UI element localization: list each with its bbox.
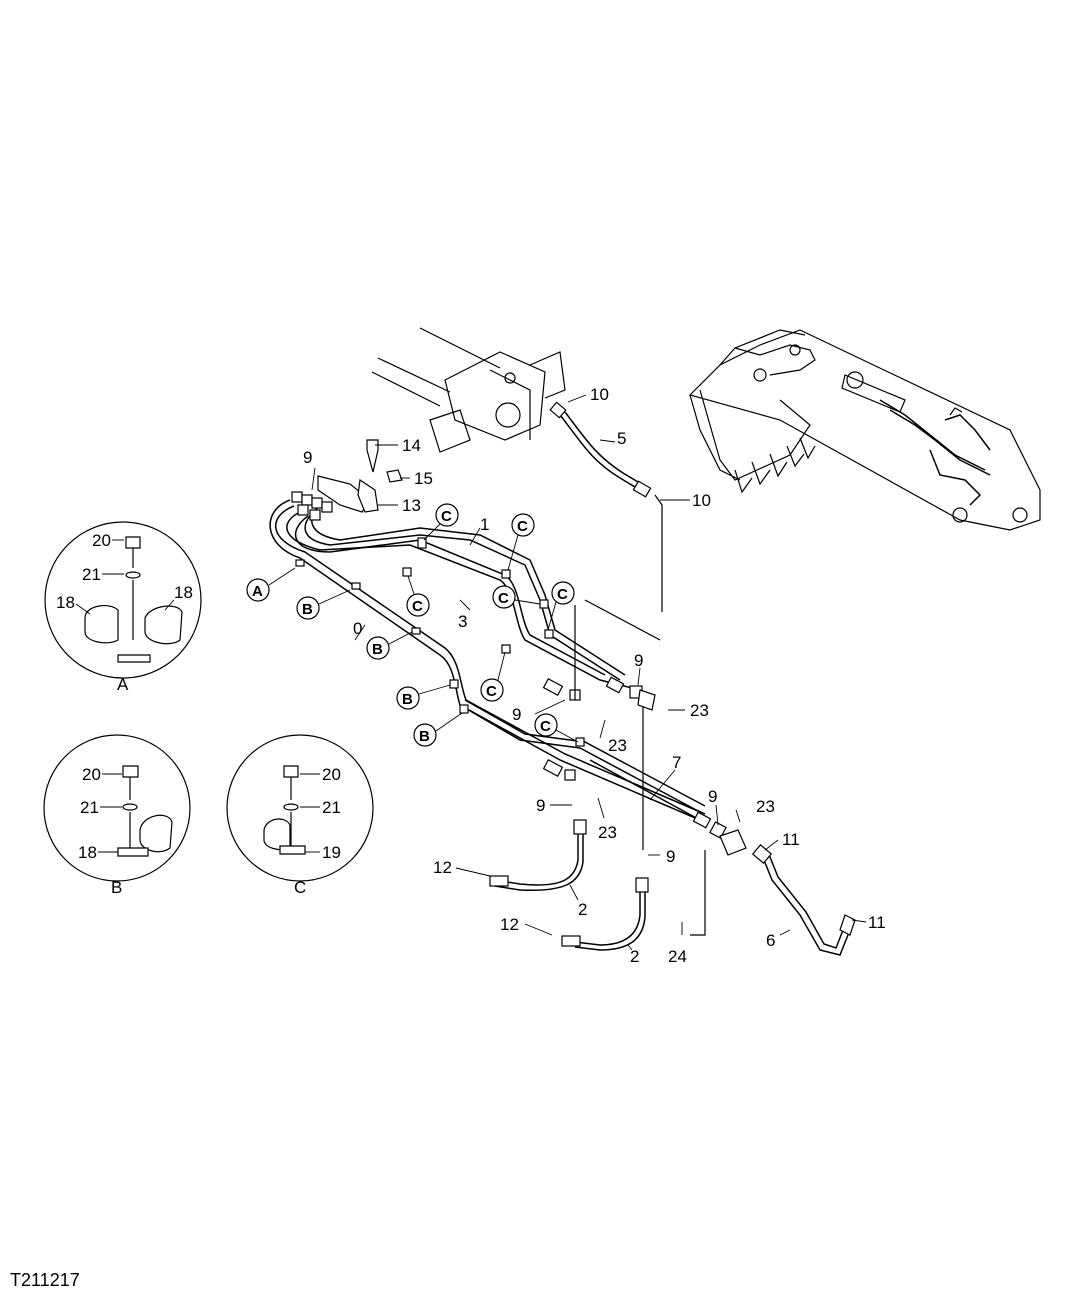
callout-23: 23 xyxy=(756,797,775,816)
callout-14: 14 xyxy=(402,436,421,455)
machine-overview-illustration xyxy=(688,329,1041,531)
callout-2: 2 xyxy=(630,947,639,966)
detail-view-c: 20 21 19 C xyxy=(226,734,374,897)
detail-c-part-21: 21 xyxy=(322,798,341,817)
detail-a-part-18-left: 18 xyxy=(56,593,75,612)
callout-0: 0 xyxy=(353,619,362,638)
figure-id: T211217 xyxy=(10,1270,80,1290)
marker-c: C xyxy=(480,651,506,702)
callout-6: 6 xyxy=(766,931,775,950)
callout-10: 10 xyxy=(692,491,711,510)
callout-11: 11 xyxy=(868,913,886,932)
callout-7: 7 xyxy=(672,753,681,772)
marker-c: C xyxy=(534,713,579,743)
svg-text:C: C xyxy=(540,718,551,735)
callout-10: 10 xyxy=(590,385,609,404)
callout-5: 5 xyxy=(617,429,626,448)
hydraulic-cylinder-illustration xyxy=(371,327,566,453)
svg-text:C: C xyxy=(486,683,497,700)
detail-b-part-21: 21 xyxy=(80,798,99,817)
callout-9: 9 xyxy=(303,448,312,467)
callout-24: 24 xyxy=(668,947,687,966)
marker-c: C xyxy=(507,513,535,571)
detail-view-a: 20 21 18 18 A xyxy=(44,521,202,694)
marker-c: C xyxy=(547,581,575,631)
svg-text:A: A xyxy=(252,583,263,600)
svg-text:C: C xyxy=(557,586,568,603)
callout-9: 9 xyxy=(634,651,643,670)
callout-3: 3 xyxy=(458,612,467,631)
marker-b: B xyxy=(396,684,451,710)
detail-c-caption: C xyxy=(294,878,306,897)
callout-23: 23 xyxy=(690,701,709,720)
callout-23: 23 xyxy=(598,823,617,842)
svg-text:B: B xyxy=(302,601,313,618)
marker-a: A xyxy=(246,567,296,602)
svg-text:C: C xyxy=(498,590,509,607)
svg-text:C: C xyxy=(517,518,528,535)
detail-a-caption: A xyxy=(117,675,129,694)
callout-12: 12 xyxy=(433,858,452,877)
tube-clamps xyxy=(295,537,585,747)
detail-b-part-18: 18 xyxy=(78,843,97,862)
callout-2: 2 xyxy=(578,900,587,919)
detail-view-b: 20 21 18 B xyxy=(43,734,191,897)
marker-c: C xyxy=(492,585,541,609)
marker-c: C xyxy=(423,503,459,541)
callout-1: 1 xyxy=(480,515,489,534)
callout-11: 11 xyxy=(782,830,800,849)
detail-c-part-20: 20 xyxy=(322,765,341,784)
svg-text:B: B xyxy=(402,691,413,708)
detail-b-part-20: 20 xyxy=(82,765,101,784)
callout-9: 9 xyxy=(708,787,717,806)
svg-text:C: C xyxy=(412,598,423,615)
callout-13: 13 xyxy=(402,496,421,515)
hose-routing xyxy=(269,401,856,956)
callout-15: 15 xyxy=(414,469,433,488)
marker-c: C xyxy=(406,575,430,617)
detail-b-caption: B xyxy=(111,878,122,897)
clamp-type-markers: A B B B B C xyxy=(246,503,579,747)
callout-9: 9 xyxy=(666,847,675,866)
callout-9: 9 xyxy=(536,796,545,815)
callout-9: 9 xyxy=(512,705,521,724)
detail-c-part-19: 19 xyxy=(322,843,341,862)
svg-text:C: C xyxy=(441,508,452,525)
leader-lines xyxy=(311,394,867,951)
detail-a-part-21: 21 xyxy=(82,565,101,584)
marker-b: B xyxy=(413,712,463,747)
marker-b: B xyxy=(296,589,351,620)
callout-12: 12 xyxy=(500,915,519,934)
marker-b: B xyxy=(366,631,413,660)
detail-a-part-18-right: 18 xyxy=(174,583,193,602)
callout-23: 23 xyxy=(608,736,627,755)
mounting-block-assembly xyxy=(291,439,403,521)
detail-a-part-20: 20 xyxy=(92,531,111,550)
callout-numbers: 10 5 10 14 15 13 9 1 3 0 9 9 23 23 7 9 2… xyxy=(303,385,886,966)
svg-text:B: B xyxy=(419,728,430,745)
svg-text:B: B xyxy=(372,641,383,658)
